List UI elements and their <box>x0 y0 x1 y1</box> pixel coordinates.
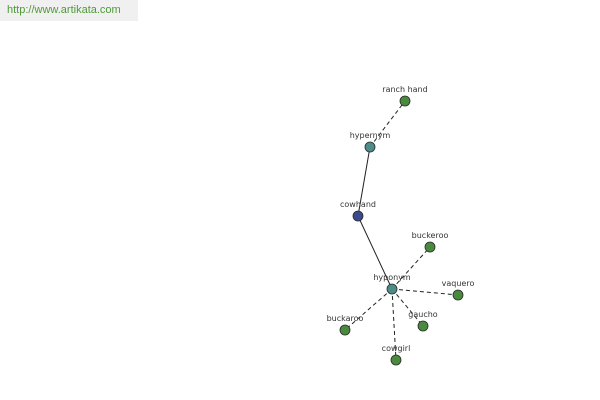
node-layer: cowhand hypernym hyponym ranch hand buckeroo… <box>327 85 475 366</box>
node-label-ranch-hand: ranch hand <box>382 85 427 94</box>
graph-node-vaquero[interactable]: vaquero <box>442 279 475 301</box>
node-label-hypernym: hypernym <box>350 131 391 140</box>
edge-hyponym-buckeroo <box>391 246 431 290</box>
graph-node-gaucho[interactable]: gaucho <box>408 310 438 332</box>
edge-hyponym-buckaroo <box>344 288 393 331</box>
node-dot-ranch-hand[interactable] <box>399 95 411 107</box>
graph-node-buckaroo[interactable]: buckaroo <box>327 314 364 336</box>
node-label-buckeroo: buckeroo <box>412 231 449 240</box>
node-dot-vaquero[interactable] <box>452 289 464 301</box>
edge-cowhand-hypernym <box>357 146 371 217</box>
node-dot-gaucho[interactable] <box>417 320 429 332</box>
edge-hyponym-gaucho <box>391 288 424 327</box>
edge-hyponym-vaquero <box>391 288 459 296</box>
edge-hypernym-ranch-hand <box>369 100 406 148</box>
graph-node-hyponym[interactable]: hyponym <box>373 273 411 295</box>
graph-node-buckeroo[interactable]: buckeroo <box>412 231 449 253</box>
node-label-cowgirl: cowgirl <box>382 344 411 353</box>
node-dot-hyponym[interactable] <box>386 283 398 295</box>
node-label-buckaroo: buckaroo <box>327 314 364 323</box>
graph-node-cowgirl[interactable]: cowgirl <box>382 344 411 366</box>
node-dot-buckaroo[interactable] <box>339 324 351 336</box>
node-label-cowhand: cowhand <box>340 200 376 209</box>
graph-node-hypernym[interactable]: hypernym <box>350 131 391 153</box>
node-dot-cowgirl[interactable] <box>390 354 402 366</box>
edge-hyponym-cowgirl <box>391 288 397 361</box>
node-label-hyponym: hyponym <box>373 273 411 282</box>
node-dot-cowhand[interactable] <box>352 210 364 222</box>
graph-node-ranch-hand[interactable]: ranch hand <box>382 85 428 107</box>
node-dot-buckeroo[interactable] <box>424 241 436 253</box>
edge-layer <box>344 100 459 361</box>
graph-node-cowhand[interactable]: cowhand <box>340 200 376 222</box>
edge-cowhand-hyponym <box>357 215 393 290</box>
site-url-link[interactable]: http://www.artikata.com <box>0 0 138 21</box>
node-label-vaquero: vaquero <box>442 279 475 288</box>
node-label-gaucho: gaucho <box>408 310 438 319</box>
node-dot-hypernym[interactable] <box>364 141 376 153</box>
